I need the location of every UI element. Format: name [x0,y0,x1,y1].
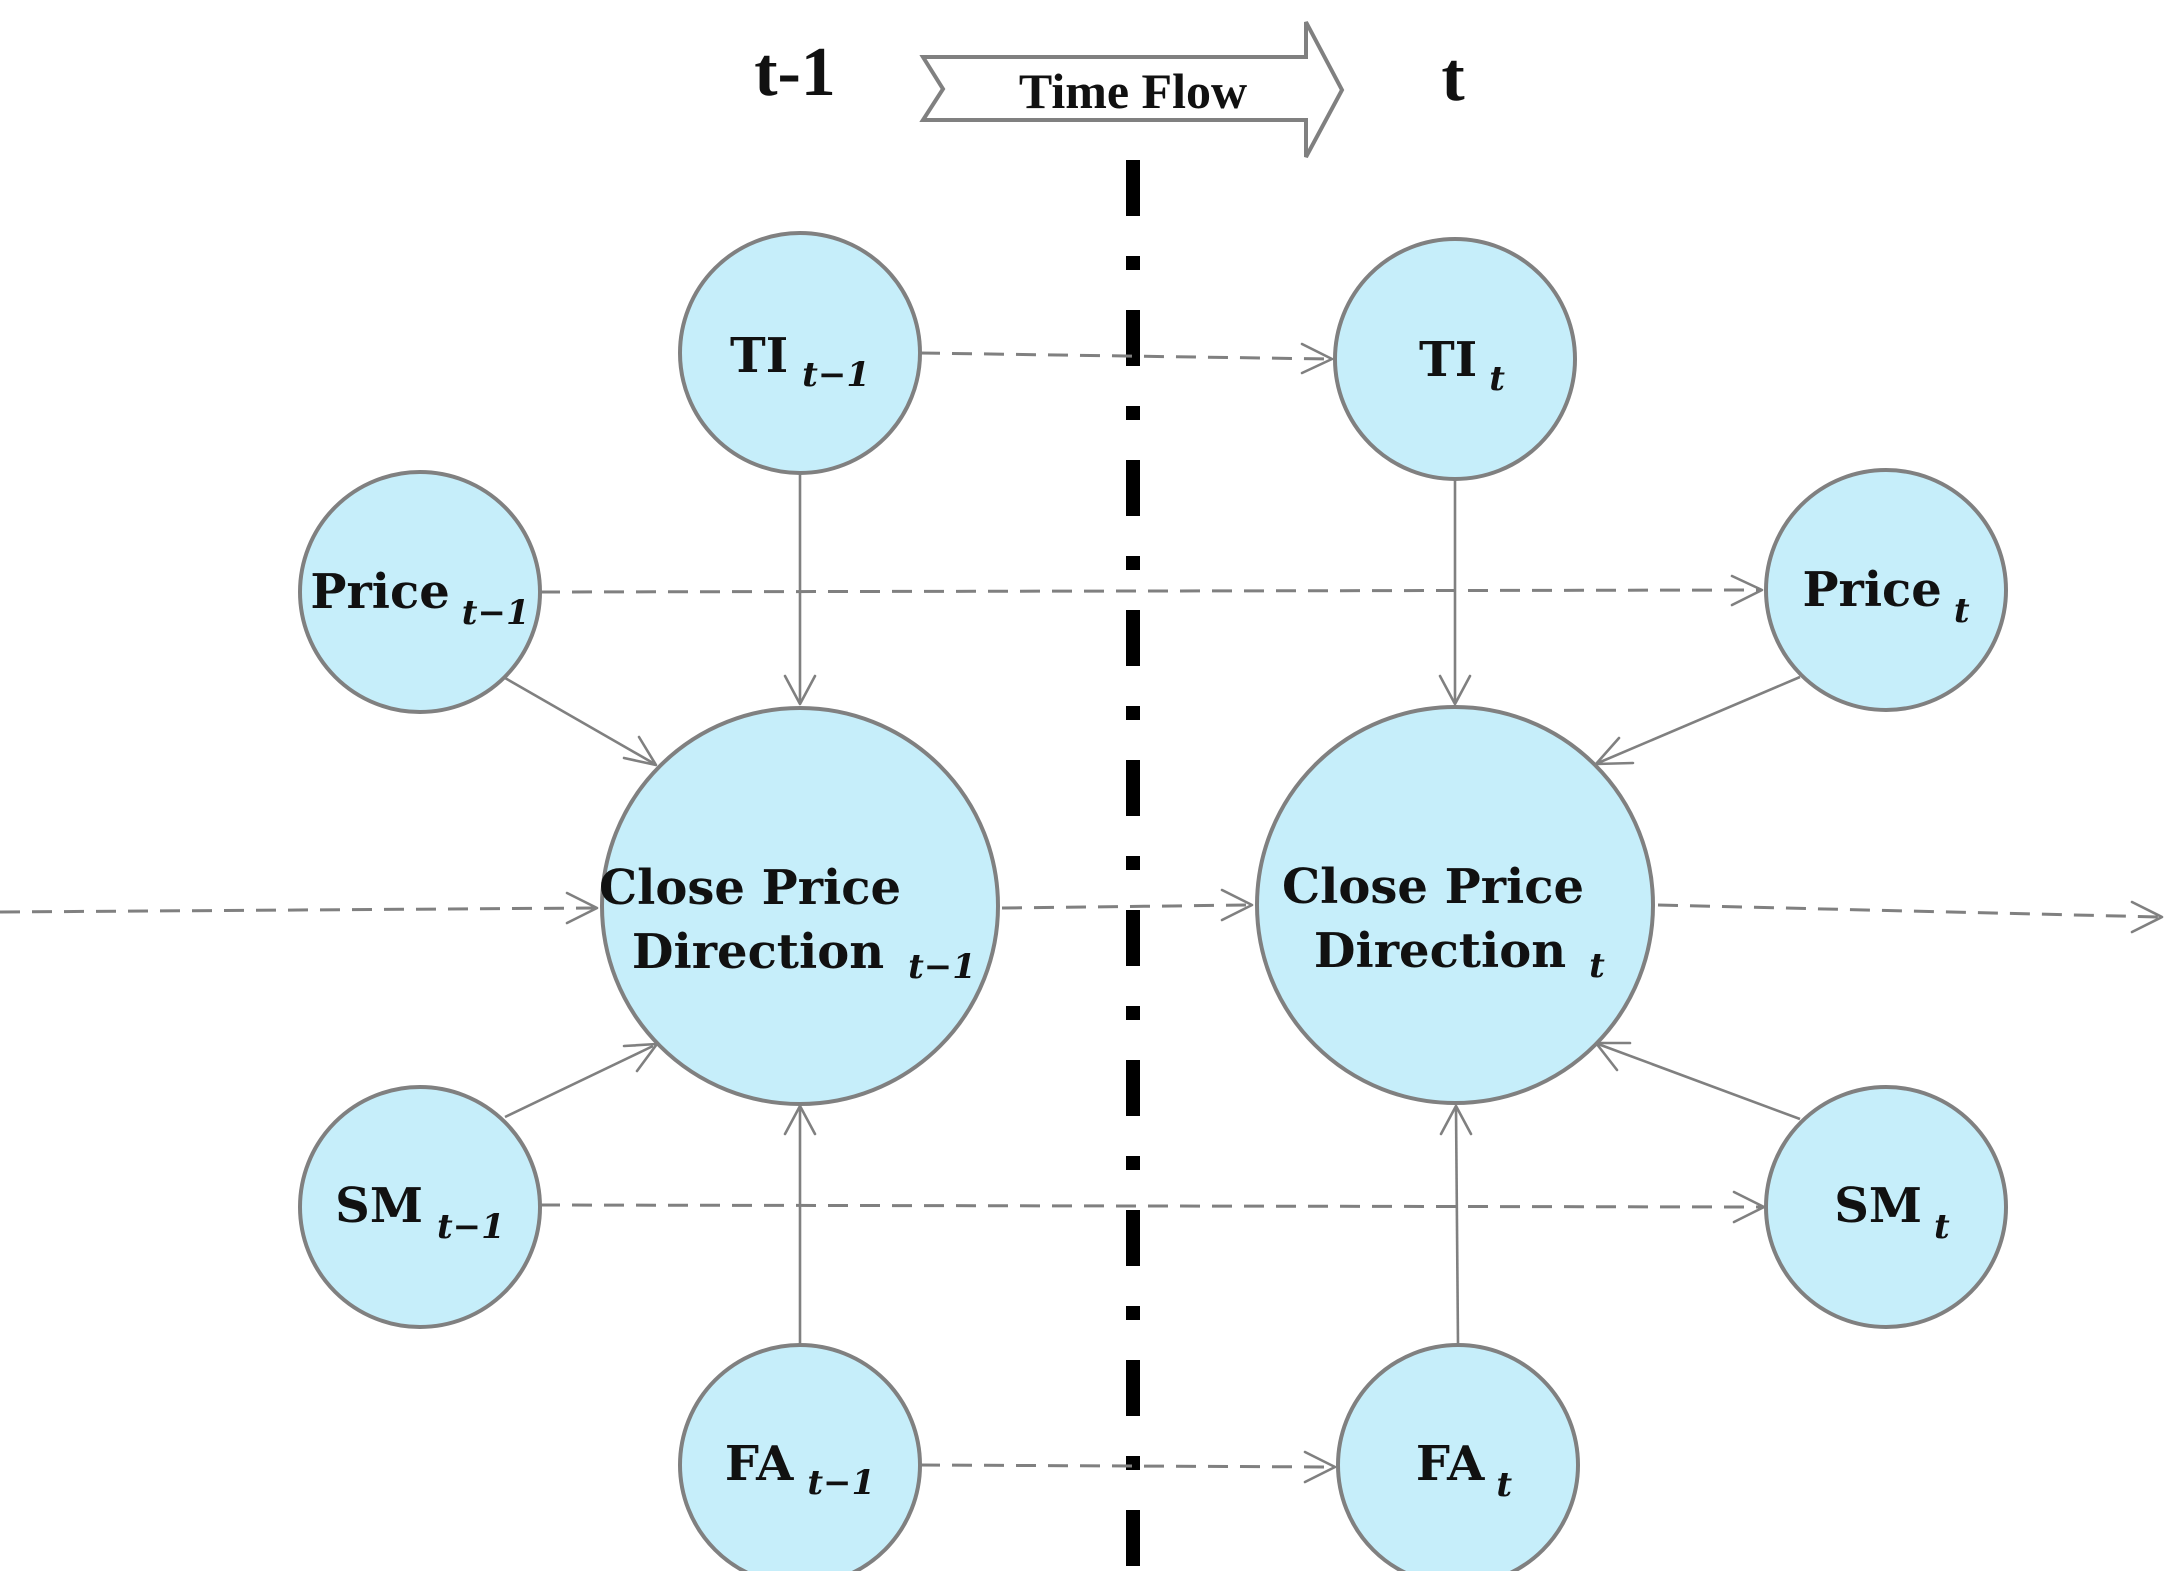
node-close-price-direction-curr: Close Price Direction t [1255,705,1655,1105]
edge-price-prev-to-cpd-prev [504,676,654,765]
edge-ti-prev-to-ti-curr [919,351,1331,361]
time-flow-arrow: Time Flow [919,21,1345,158]
svg-text:Direction: Direction [632,924,884,980]
edge-sm-curr-to-cpd-curr [1597,1042,1801,1121]
svg-text:SMt−1: SMt−1 [335,1178,505,1247]
svg-text:TIt: TIt [1419,332,1505,399]
edge-price-prev-to-price-curr [539,588,1761,594]
time-label-curr: t [1441,39,1464,116]
edge-sm-prev-to-cpd-prev [504,1044,654,1119]
inter-slice-edges [0,342,2164,1484]
edge-price-curr-to-cpd-curr [1597,675,1801,765]
edge-fa-curr-to-cpd-curr [1454,1107,1460,1345]
edge-fa-prev-to-fa-curr [919,1463,1334,1469]
svg-text:FAt−1: FAt−1 [725,1436,875,1503]
time-label-prev: t-1 [754,34,836,111]
edge-cpd-prev-to-cpd-curr [1001,903,1251,910]
edge-sm-prev-to-sm-curr [539,1203,1763,1209]
time-flow-label: Time Flow [1019,63,1247,119]
svg-text:Close Price: Close Price [599,860,901,916]
svg-text:TIt−1: TIt−1 [730,328,870,395]
edge-cpd-curr-to-next [1657,903,2161,919]
svg-text:SMt: SMt [1834,1178,1950,1247]
svg-text:Close Price: Close Price [1282,859,1584,915]
node-close-price-direction-prev: Close Price Direction t−1 [599,706,1000,1106]
svg-text:FAt: FAt [1416,1436,1513,1505]
edge-incoming-to-cpd-prev [0,906,596,914]
svg-text:t−1: t−1 [908,947,976,987]
svg-text:t: t [1589,946,1605,986]
svg-text:Direction: Direction [1314,923,1566,979]
